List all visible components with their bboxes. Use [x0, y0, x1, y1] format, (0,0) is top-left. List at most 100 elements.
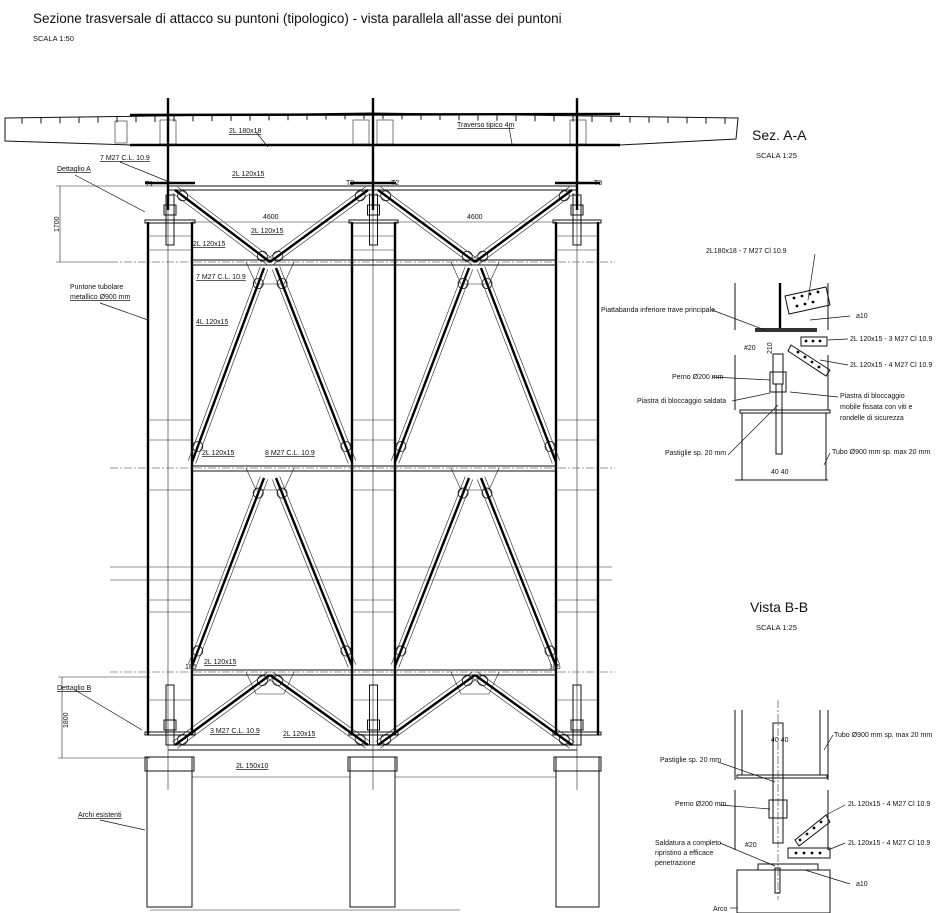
label-2l-120: 2L 120x15: [232, 171, 265, 178]
label-top-strut: 2L 180x18: [229, 128, 262, 135]
brace-member: [267, 186, 371, 266]
label-bolts-b: 3 M27 C.L. 10.9: [210, 728, 260, 735]
bolt-group-icon: [558, 190, 570, 202]
bolt-group-icon: [252, 278, 264, 289]
bolt-icon: [792, 296, 796, 300]
bolt-icon: [812, 826, 816, 830]
drawing-title: Sezione trasversale di attacco su punton…: [33, 11, 562, 26]
dim-4600-left: 4600: [263, 214, 279, 221]
label-bolts-mid: 8 M27 C.L. 10.9: [265, 450, 315, 457]
bolt-group-icon: [461, 250, 473, 262]
label-strut-2: metallico Ø900 mm: [70, 294, 130, 301]
bolt-icon: [795, 304, 799, 308]
bolt-group-icon: [544, 441, 556, 452]
bolt-icon: [818, 339, 822, 343]
bolt-group-icon: [252, 487, 264, 499]
bolt-icon: [818, 851, 822, 855]
tube-strut: [144, 194, 196, 746]
brace-member: [187, 266, 269, 464]
label-2l-120-mid: 2L 120x15: [202, 450, 235, 457]
gusset-plate: [450, 261, 500, 285]
brace-member: [390, 266, 474, 464]
label-strut-1: Puntone tubolare: [70, 284, 123, 291]
brace-member: [375, 671, 478, 749]
bolt-group-icon: [395, 441, 407, 452]
brace-member: [472, 186, 575, 266]
vertical-posts: [166, 98, 579, 790]
bb-label-brace-upper: 2L 120x15 - 4 M27 Cl 10.9: [848, 801, 930, 808]
bb-label-tube: Tubo Ø900 mm sp. max 20 mm: [834, 732, 932, 739]
gusset-plate: [245, 467, 295, 491]
bolt-group-icon: [544, 645, 556, 657]
label-t2-right: T2: [391, 180, 399, 187]
bolt-icon: [796, 350, 800, 354]
brace-member: [375, 186, 478, 266]
bolt-group-icon: [276, 278, 288, 289]
bolt-group-icon: [481, 278, 493, 289]
aa-label-lock-3: rondelle di sicurezza: [840, 415, 904, 422]
bb-label-weld-a10: a10: [856, 881, 868, 888]
aa-label-pin: Perno Ø200 mm: [672, 374, 724, 381]
bolt-group-icon: [256, 250, 268, 262]
bolt-group-icon: [477, 250, 489, 262]
brace-member: [272, 476, 356, 668]
label-bolts-a: 7 M27 C.L. 10.9: [100, 155, 150, 162]
bolt-group-icon: [177, 190, 189, 202]
aa-label-flange: Piattabanda inferiore trave principale: [601, 307, 715, 314]
label-4l-120: 4L 120x15: [196, 319, 229, 326]
bolt-icon: [811, 300, 815, 304]
label-dettaglio-b: Dettaglio B: [57, 685, 92, 692]
bb-label-plate-20: #20: [745, 842, 757, 849]
bolt-group-icon: [461, 675, 473, 686]
dim-185-left: 185: [185, 664, 197, 671]
aa-label-brace-4: 2L 120x15 - 4 M27 Cl 10.9: [850, 362, 932, 369]
bolt-group-icon: [272, 675, 284, 686]
bolt-icon: [803, 355, 807, 359]
bb-dim-40-40: 40 40: [771, 737, 789, 744]
dimension-lines: [56, 185, 556, 759]
aa-label-welded-plate: Piastra di bloccaggio saldata: [637, 398, 726, 405]
bolt-icon: [802, 851, 806, 855]
gusset-plate: [245, 671, 295, 695]
view-bb-title: Vista B-B: [750, 599, 808, 615]
diagonal-bracing: [172, 186, 575, 749]
bolt-icon: [805, 832, 809, 836]
label-t1: T1: [145, 181, 153, 188]
aa-label-brace-3: 2L 120x15 - 3 M27 Cl 10.9: [850, 336, 932, 343]
aa-dim-210: 210: [767, 342, 774, 354]
concrete-piers: [144, 756, 602, 911]
section-aa-title: Sez. A-A: [752, 127, 807, 143]
bolt-icon: [810, 851, 814, 855]
bb-label-pin: Perno Ø200 mm: [675, 801, 727, 808]
label-2l-120-v: 2L 120x15: [251, 228, 284, 235]
bolt-icon: [798, 838, 802, 842]
brace-member: [187, 476, 269, 668]
label-archi: Archi esistenti: [78, 812, 122, 819]
bolt-group-icon: [276, 487, 288, 499]
bolt-group-icon: [340, 441, 352, 452]
bolt-group-icon: [192, 441, 204, 452]
bolt-icon: [819, 820, 823, 824]
label-traverso: Traverso tipico 4m: [457, 122, 514, 129]
bolt-group-icon: [457, 278, 469, 289]
drawing-scale: SCALA 1:50: [33, 34, 74, 43]
dim-1800: 1800: [63, 712, 70, 728]
bb-label-weld-3: penetrazione: [655, 860, 696, 867]
deck-girder: [4, 112, 739, 147]
brace-member: [390, 476, 474, 668]
bolt-group-icon: [256, 675, 268, 686]
brace-member: [476, 266, 561, 464]
bolt-group-icon: [380, 190, 392, 202]
horizontal-beams: [110, 181, 615, 778]
label-t3: T3: [594, 180, 602, 187]
aa-dim-40-40: 40 40: [771, 469, 789, 476]
section-aa: Sez. A-A SCALA 1:25 2L180x18 - 7 M27 Cl …: [601, 127, 932, 481]
main-labels: 2L 180x18 Traverso tipico 4m 7 M27 C.L. …: [54, 122, 602, 819]
bb-label-weld-1: Saldatura a completo: [655, 840, 721, 847]
brace-member: [477, 476, 560, 668]
label-2l-150: 2L 150x10: [236, 763, 269, 770]
bb-label-weld-2: ripristino a efficace: [655, 850, 713, 857]
bolt-group-icon: [177, 734, 189, 745]
brace-member: [267, 671, 371, 749]
